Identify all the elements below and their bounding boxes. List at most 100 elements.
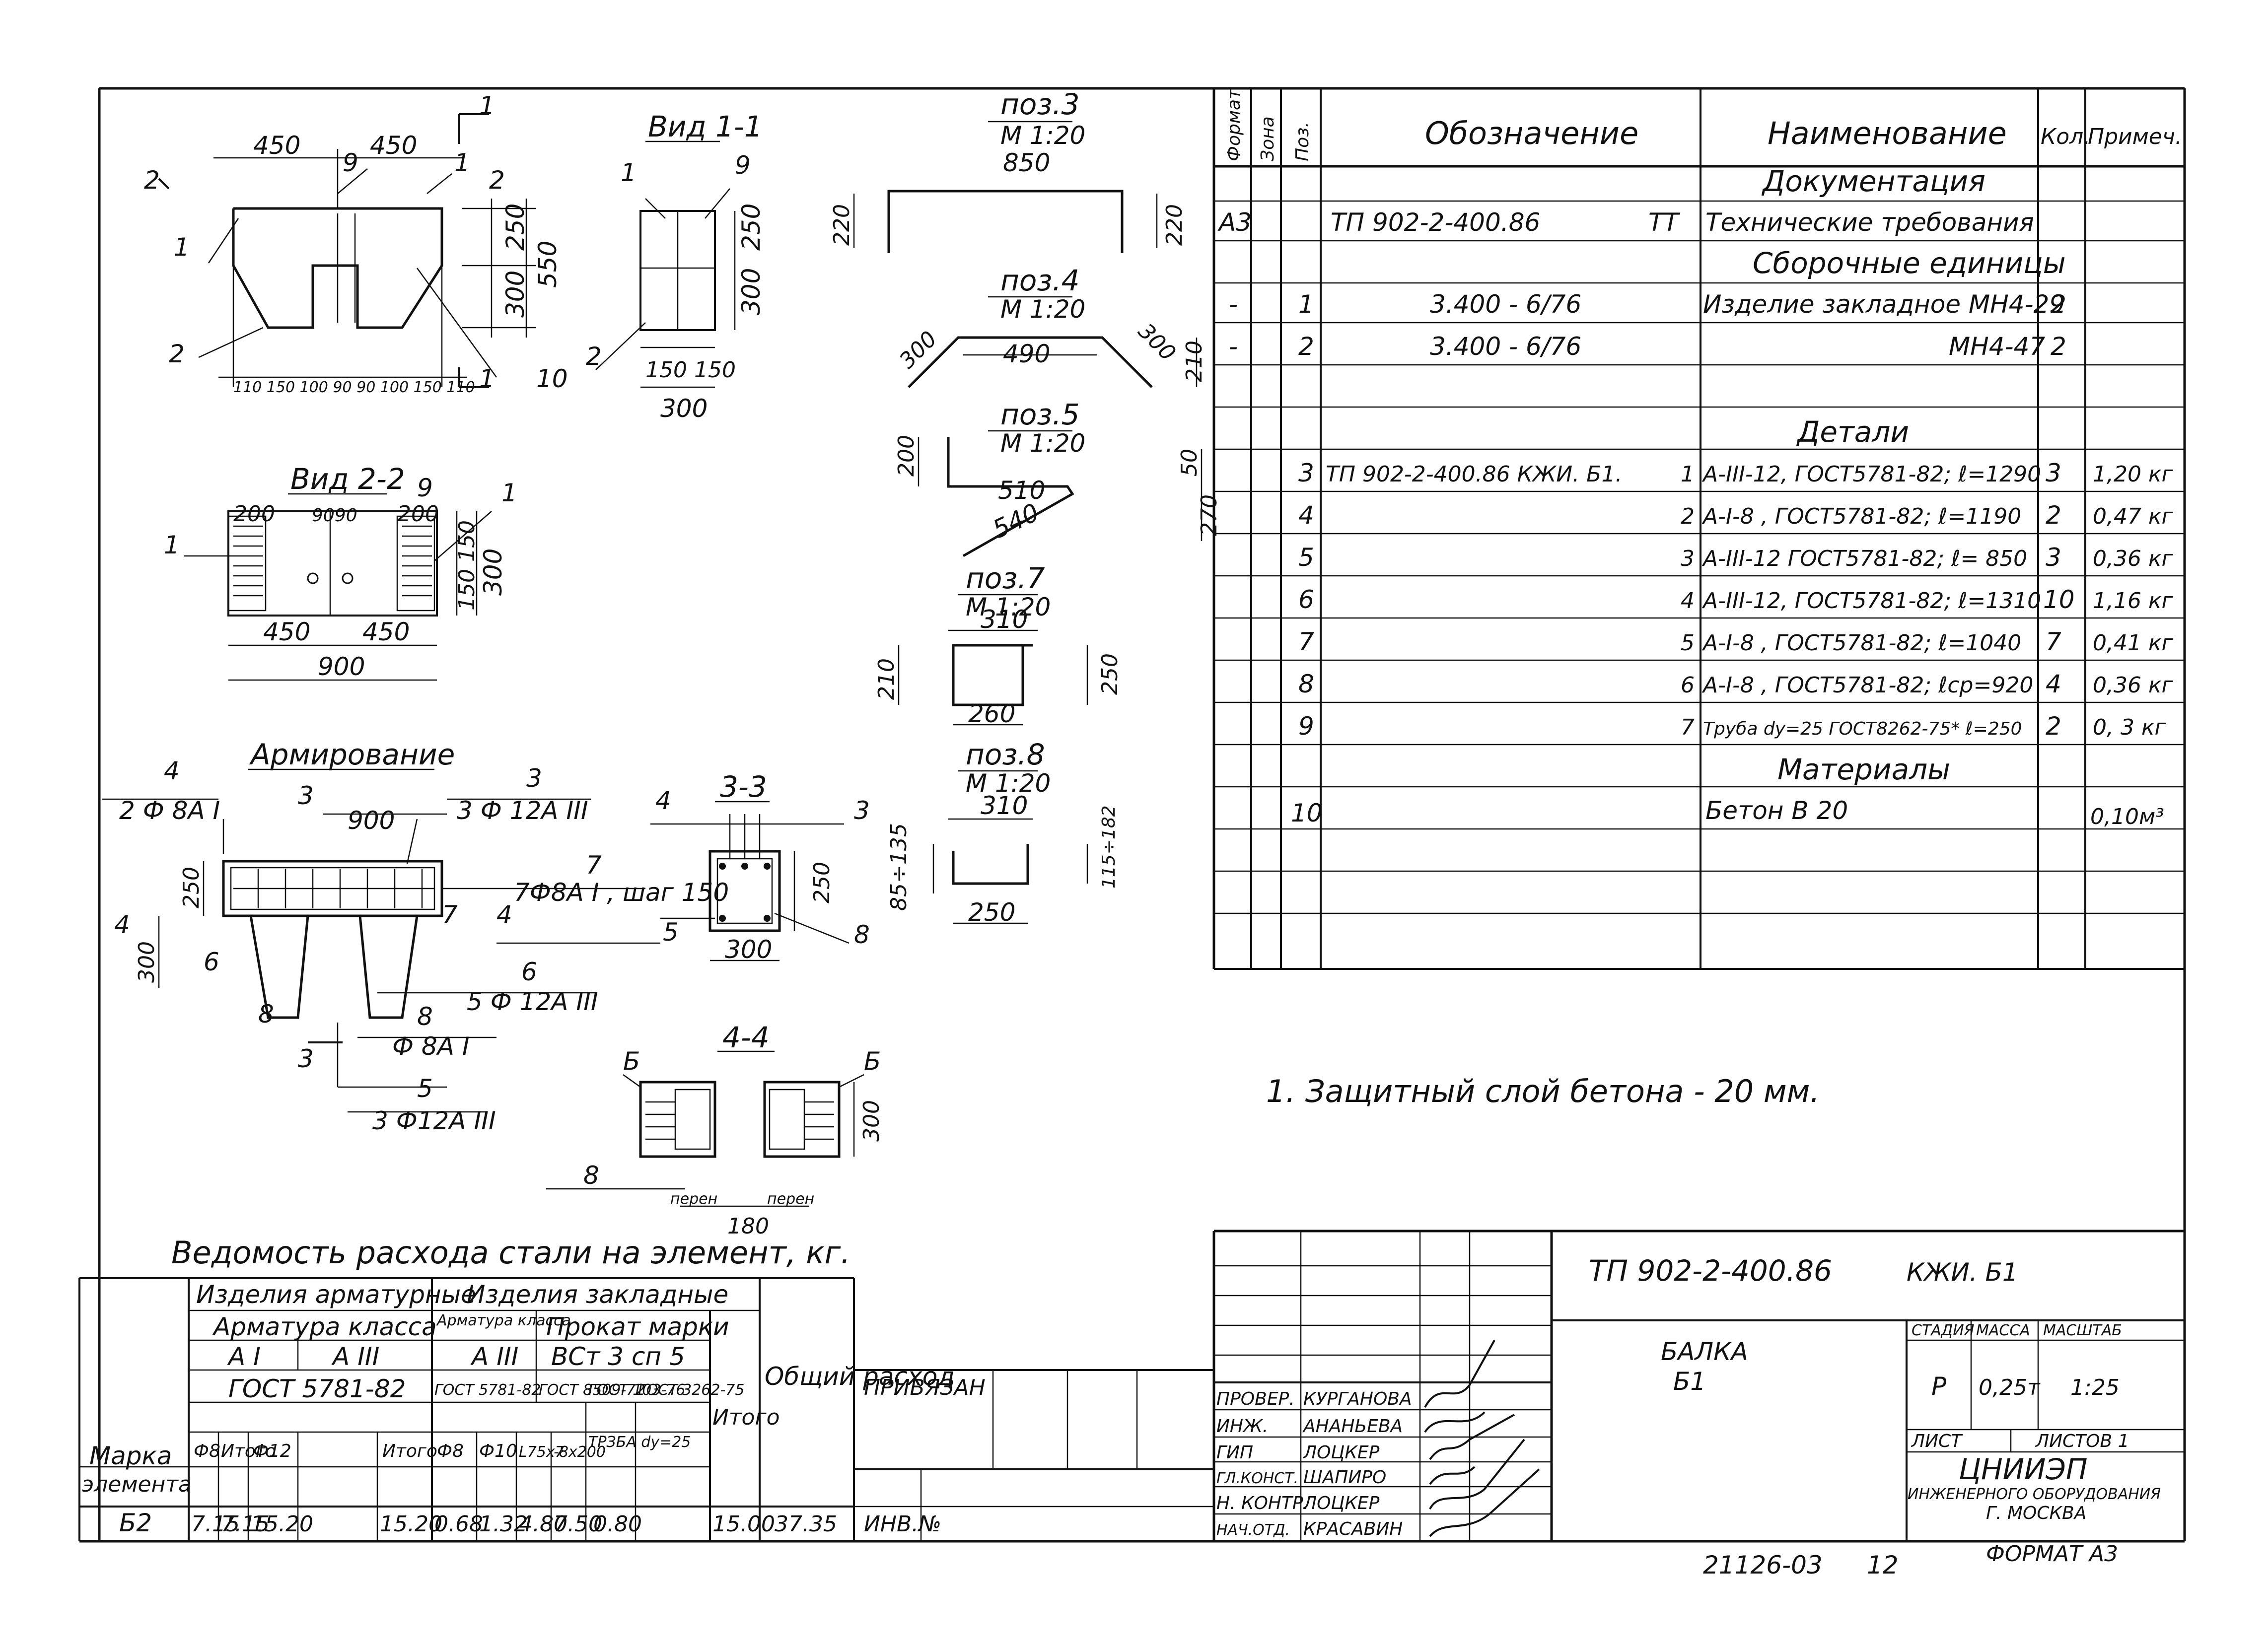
svg-text:8: 8 [1298,670,1314,698]
section-assembly: Сборочные единицы [1753,246,2066,280]
svg-text:300: 300 [501,271,530,318]
svg-text:А-I-8 , ГОСТ5781-82; ℓ=1190: А-I-8 , ГОСТ5781-82; ℓ=1190 [1701,504,2021,529]
svg-text:0,10м³: 0,10м³ [2090,804,2164,829]
svg-text:9090: 9090 [312,505,357,526]
svg-text:250: 250 [968,898,1015,927]
svg-text:ГИП: ГИП [1216,1442,1253,1463]
svg-text:М 1:20: М 1:20 [1000,121,1085,150]
svg-text:10: 10 [1291,799,1323,827]
view-2-2: Вид 2-2 200 200 9090 450 450 900 150 150… [164,462,517,681]
svg-text:ГОСТ 8509-72: ГОСТ 8509-72 [539,1381,645,1399]
svg-text:2: 2 [586,342,602,371]
svg-text:50: 50 [1177,449,1202,477]
svg-text:220: 220 [829,204,854,246]
svg-text:2: 2 [2051,290,2066,319]
svg-text:Бетон В 20: Бетон В 20 [1705,796,1848,825]
svg-text:15.20: 15.20 [380,1511,442,1537]
spec-row: 6 4 А-III-12, ГОСТ5781-82; ℓ=1310 10 1,1… [1298,585,2174,614]
spec-row: 5 3 А-III-12 ГОСТ5781-82; ℓ= 850 3 0,36 … [1298,543,2174,572]
svg-text:Прокат марки: Прокат марки [546,1312,729,1341]
handwritten-signatures [1424,1340,1540,1537]
svg-text:300: 300 [134,941,159,983]
svg-text:Изделие закладное МН4-29: Изделие закладное МН4-29 [1703,290,2065,319]
section-4-4: 4-4 Б Б 8 300 перен перен 180 [546,1021,884,1239]
svg-text:3 Ф12А III: 3 Ф12А III [372,1106,496,1135]
svg-text:8: 8 [258,1000,274,1029]
svg-text:0.68: 0.68 [434,1511,483,1537]
svg-text:2: 2 [489,166,505,195]
svg-text:85÷135: 85÷135 [886,823,912,911]
svg-text:210: 210 [1182,341,1207,382]
svg-text:Ф10: Ф10 [479,1441,517,1461]
svg-text:4: 4 [2046,670,2061,698]
svg-text:КРАСАВИН: КРАСАВИН [1303,1519,1403,1539]
spec-row: - 2 3.400 - 6/76 МН4-47 2 [1229,332,2066,361]
svg-text:180: 180 [727,1214,769,1239]
svg-text:3: 3 [298,1044,314,1073]
svg-text:200: 200 [894,435,919,477]
svg-text:Итого: Итого [221,1441,276,1461]
svg-text:9: 9 [417,474,433,502]
general-note: 1. Защитный слой бетона - 20 мм. [1266,1073,1820,1109]
svg-text:7: 7 [1681,715,1695,740]
svg-text:2: 2 [1298,332,1314,361]
svg-text:270: 270 [1197,494,1222,536]
svg-text:4: 4 [164,756,180,785]
svg-text:Труба dу=25 ГОСТ8262-75* ℓ=250: Труба dу=25 ГОСТ8262-75* ℓ=250 [1703,719,2022,739]
svg-text:9: 9 [343,148,358,177]
svg-text:200: 200 [397,501,439,527]
svg-text:Ф8: Ф8 [194,1441,220,1461]
svg-text:Итого: Итого [382,1441,437,1461]
svg-text:перен: перен [767,1190,814,1208]
svg-text:1: 1 [454,148,470,177]
pos-5-detail: поз.5 М 1:20 200 510 540 50 270 [894,398,1222,557]
section-4-4-title: 4-4 [722,1021,770,1054]
svg-text:4: 4 [1298,501,1314,530]
svg-text:900: 900 [318,652,365,681]
section-3-3: 3-3 4 3 5 8 250 300 [650,770,870,964]
svg-text:3: 3 [1681,546,1695,571]
svg-text:Общий расход: Общий расход [765,1362,955,1391]
svg-text:А-I-8 , ГОСТ5781-82; ℓср=920: А-I-8 , ГОСТ5781-82; ℓср=920 [1701,673,2033,698]
svg-text:300: 300 [1133,319,1180,366]
svg-text:поз.7: поз.7 [966,561,1045,595]
section-materials: Материалы [1777,753,1950,786]
svg-text:1:25: 1:25 [2070,1375,2120,1400]
svg-text:450: 450 [253,131,300,160]
svg-text:А III: А III [470,1342,518,1371]
format-label: ФОРМАТ А3 [1986,1541,2118,1567]
svg-text:4: 4 [655,786,671,815]
svg-text:8: 8 [854,920,870,949]
svg-text:4: 4 [114,910,130,939]
svg-text:ИНЖЕНЕРНОГО ОБОРУДОВАНИЯ: ИНЖЕНЕРНОГО ОБОРУДОВАНИЯ [1908,1486,2161,1503]
svg-text:3: 3 [298,781,314,810]
svg-text:перен: перен [670,1190,717,1208]
reinforcement-title: Армирование [249,738,455,771]
section-documentation: Документация [1761,164,1985,198]
svg-text:Арматура класса: Арматура класса [212,1312,437,1341]
svg-text:Н. КОНТР.: Н. КОНТР. [1216,1493,1309,1513]
pos-4-detail: поз.4 М 1:20 490 300 300 210 [895,264,1207,388]
svg-text:0,25т: 0,25т [1979,1375,2041,1400]
svg-text:Ф8: Ф8 [437,1441,464,1461]
spec-row: 7 5 А-I-8 , ГОСТ5781-82; ℓ=1040 7 0,41 к… [1298,627,2174,656]
steel-table-row: Б2 7.15 7.15 15.20 15.20 0.68 1.32 4.80 … [119,1509,837,1537]
svg-text:550: 550 [533,241,562,288]
svg-text:6: 6 [1298,585,1314,614]
svg-text:1: 1 [621,158,637,187]
spec-row: 8 6 А-I-8 , ГОСТ5781-82; ℓср=920 4 0,36 … [1298,670,2174,698]
svg-text:М 1:20: М 1:20 [966,769,1051,798]
spec-row: - 1 3.400 - 6/76 Изделие закладное МН4-2… [1229,290,2066,319]
svg-text:0,47 кг: 0,47 кг [2093,504,2174,529]
svg-text:450: 450 [263,617,310,646]
svg-text:3: 3 [854,796,870,825]
title-block: ПРИВЯЗАН ИНВ.№ ТП 902-2-400.86 КЖИ. Б1 Б… [854,1230,2185,1541]
svg-text:1: 1 [1681,462,1695,487]
svg-text:А III: А III [331,1342,379,1371]
sheet-frame [79,87,2186,1543]
svg-text:4: 4 [496,900,512,929]
svg-text:поз.3: поз.3 [1000,87,1080,121]
svg-text:5: 5 [663,918,679,947]
svg-text:10: 10 [2043,585,2075,614]
